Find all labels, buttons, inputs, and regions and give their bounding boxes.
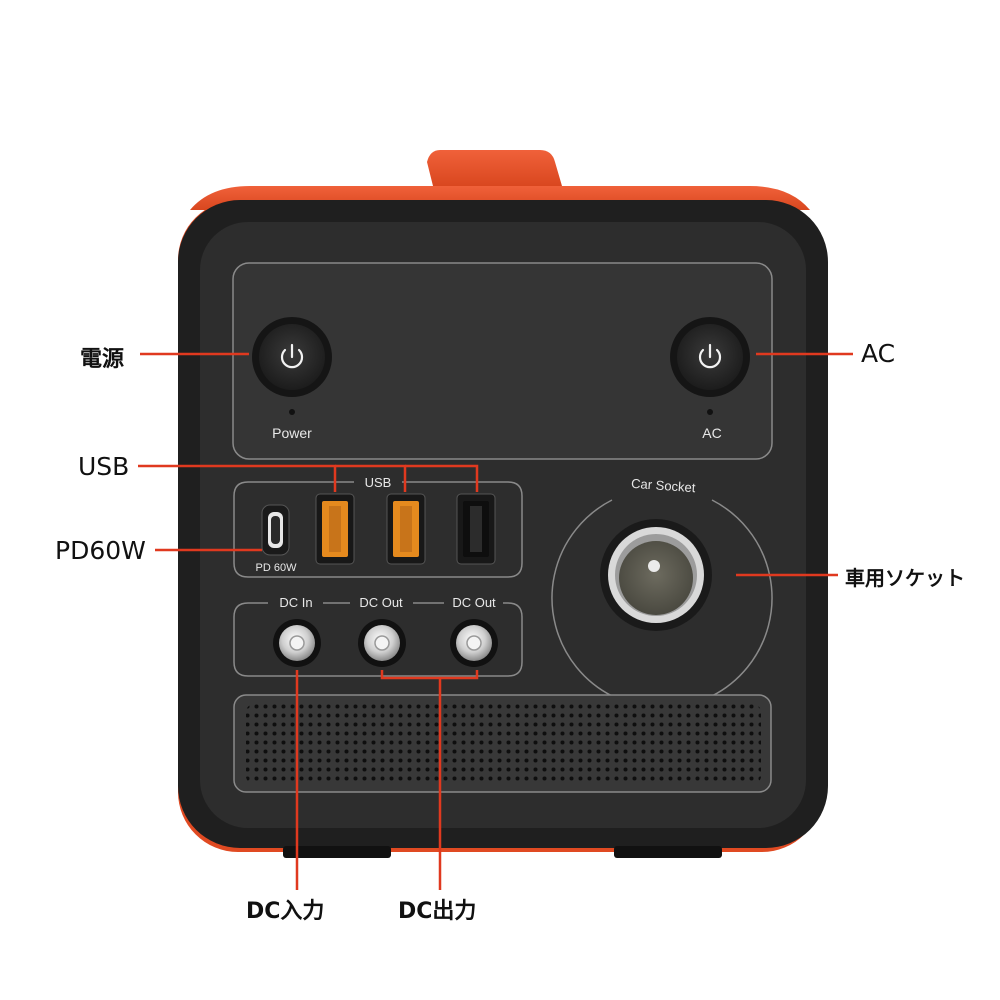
dc-in-port[interactable] — [273, 619, 321, 667]
callout-dc-out-label: DC出力 — [398, 899, 477, 924]
callout-power-label: 電源 — [80, 347, 125, 372]
vent-grille — [246, 704, 761, 784]
callout-car-socket-label: 車用ソケット — [845, 566, 965, 590]
power-panel-label: Power — [272, 425, 312, 441]
pd-panel-label: PD 60W — [256, 562, 298, 574]
usb-panel-label: USB — [365, 475, 392, 490]
foot-left — [283, 846, 391, 858]
usb-c-port[interactable] — [261, 504, 290, 556]
foot-right — [614, 846, 722, 858]
callout-lines — [138, 352, 853, 890]
dc-out-port-2[interactable] — [450, 619, 498, 667]
callout-usb-label: USB — [78, 452, 130, 481]
ac-power-icon — [698, 343, 722, 369]
callout-pd-label: PD60W — [55, 536, 146, 565]
usb-a-port-standard[interactable] — [456, 493, 496, 565]
car-socket[interactable] — [600, 519, 712, 631]
dc-in-panel-label: DC In — [279, 595, 312, 610]
dc-out-port-1[interactable] — [358, 619, 406, 667]
callout-dc-in-label: DC入力 — [246, 899, 325, 924]
usb-a-port-quickcharge-1[interactable] — [315, 493, 355, 565]
top-panel — [232, 262, 773, 460]
power-icon — [280, 343, 304, 369]
power-indicator-led — [289, 409, 295, 415]
car-socket-panel-label: Car Socket — [631, 476, 697, 495]
usb-a-port-quickcharge-2[interactable] — [386, 493, 426, 565]
dc-out-1-panel-label: DC Out — [359, 595, 403, 610]
ac-panel-label: AC — [702, 425, 721, 441]
callout-ac-label: AC — [861, 339, 896, 368]
dc-out-2-panel-label: DC Out — [452, 595, 496, 610]
usb-group-frame — [233, 481, 523, 578]
dc-group-frame — [233, 602, 523, 677]
ac-indicator-led — [707, 409, 713, 415]
